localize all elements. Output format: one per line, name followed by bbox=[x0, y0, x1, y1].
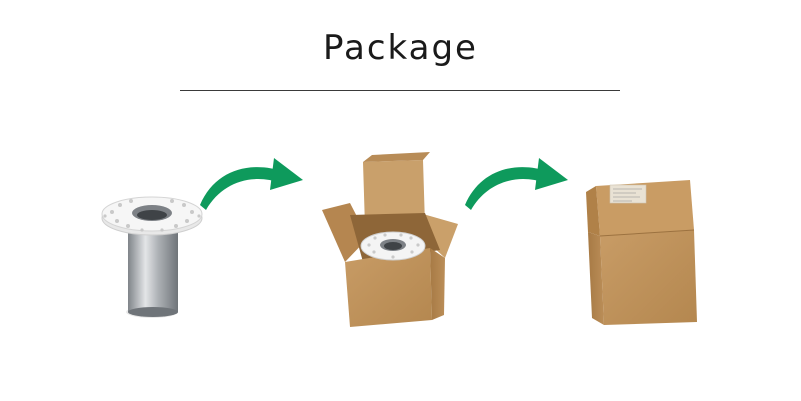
arrow-right-icon bbox=[200, 158, 303, 210]
closed-box-icon bbox=[586, 180, 697, 325]
arrow-right-icon bbox=[465, 158, 568, 210]
drain-pipe-icon bbox=[101, 196, 203, 318]
open-box-icon bbox=[322, 152, 458, 327]
title-divider bbox=[180, 90, 620, 91]
page-title: Package bbox=[323, 28, 478, 68]
